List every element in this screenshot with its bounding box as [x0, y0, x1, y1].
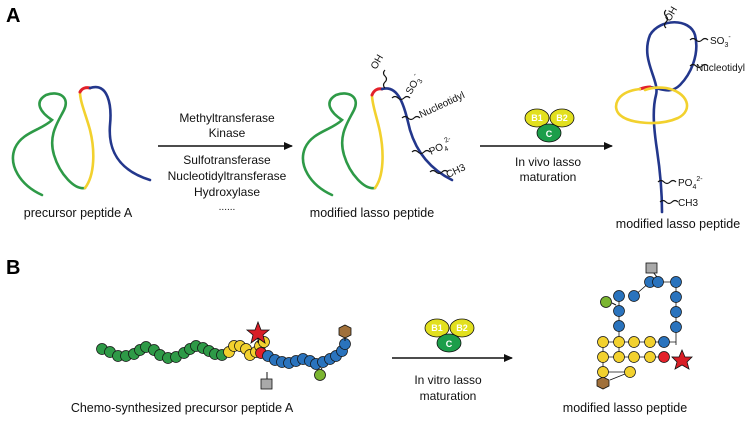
in-vitro-line-2: maturation: [420, 389, 477, 403]
in-vitro-line-1: In vitro lasso: [414, 373, 482, 387]
enzyme-b1-b: [424, 318, 450, 338]
lasso-bead: [597, 336, 609, 348]
green-segment: [11, 92, 87, 197]
lasso-bead: [670, 306, 682, 318]
squiggle-po4: [411, 149, 431, 155]
modified-peptide-1-drawing: [301, 69, 454, 197]
lasso-bead: [624, 366, 636, 378]
precursor-b-modifications: [245, 320, 352, 390]
mod-so3-2: SO3-: [710, 34, 731, 49]
yellow-ring: [614, 86, 689, 125]
mod-oh-1: OH: [369, 53, 386, 71]
mod-ch3-2: CH3: [678, 198, 698, 209]
modified-peptide-2-drawing: [614, 9, 709, 214]
lasso-star-modification: [671, 348, 693, 370]
enzyme-b1-b-label: B1: [431, 323, 443, 333]
red-segment-2: [370, 87, 384, 97]
mod-nucleotidyl-1: Nucleotidyl: [418, 90, 467, 121]
hexagon-modification: [338, 324, 352, 339]
enzyme-complex-a: B1 B2 C: [524, 108, 575, 143]
mod-so3-1: SO3-: [402, 72, 426, 98]
lasso-square-modification: [645, 262, 658, 274]
green-segment-2: [301, 92, 377, 197]
lasso-bead: [613, 305, 625, 317]
mod-oh-2: OH: [663, 5, 680, 23]
lasso-bead: [613, 336, 625, 348]
lasso-bead: [644, 351, 656, 363]
squiggle-oh-2: [663, 9, 669, 29]
blue-segment: [88, 85, 152, 182]
modified-label-1: modified lasso peptide: [310, 206, 434, 220]
red-segment: [78, 86, 92, 94]
precursor-b-label: Chemo-synthesized precursor peptide A: [71, 401, 294, 415]
lasso-bead: [644, 336, 656, 348]
squiggle-ch3-2: [659, 199, 679, 205]
lasso-bead: [670, 291, 682, 303]
lasso-green-link: [611, 302, 617, 306]
lasso-bead: [613, 320, 625, 332]
precursor-label: precursor peptide A: [24, 206, 133, 220]
mod-po4-2: PO42-: [678, 176, 703, 191]
squiggle-so3: [391, 95, 411, 101]
enzyme-complex-b: B1 B2 C: [424, 318, 475, 353]
squiggle-nucleotidyl-2: [689, 63, 709, 69]
enzyme-hydroxylase: Hydroxylase: [194, 185, 260, 199]
lasso-green-modification: [600, 296, 612, 308]
precursor-peptide-a-drawing: [11, 85, 152, 197]
lasso-bead: [658, 351, 670, 363]
enzyme-b1-label: B1: [531, 113, 543, 123]
enzyme-b2-b-label: B2: [456, 323, 468, 333]
lasso-bead: [628, 351, 640, 363]
squiggle-oh: [382, 69, 388, 89]
lasso-bead: [670, 321, 682, 333]
lasso-bead: [613, 351, 625, 363]
modified-label-2: modified lasso peptide: [616, 217, 740, 231]
enzyme-sulfotransferase: Sulfotransferase: [183, 153, 271, 167]
squiggle-po4-2: [657, 179, 677, 185]
star-modification: [245, 320, 271, 344]
lasso-bead: [670, 276, 682, 288]
lasso-bead: [597, 351, 609, 363]
lasso-bead: [613, 290, 625, 302]
lasso-bead: [658, 336, 670, 348]
squiggle-nucleotidyl: [401, 115, 421, 121]
in-vivo-line-1: In vivo lasso: [515, 155, 581, 169]
enzyme-b2: [549, 108, 575, 128]
enzyme-b2-label: B2: [556, 113, 568, 123]
panel-label-b: B: [6, 257, 20, 279]
bead-chain-precursor: [96, 336, 351, 370]
lasso-bead: [628, 290, 640, 302]
lasso-bead: [652, 276, 664, 288]
mod-ch3-1: CH3: [445, 162, 468, 181]
squiggle-so3-2: [689, 37, 709, 43]
lasso-hexagon-modification: [596, 376, 610, 390]
enzyme-kinase: Kinase: [209, 126, 246, 140]
panel-label-a: A: [6, 5, 20, 27]
enzyme-ellipsis: ......: [219, 202, 236, 213]
bead-lasso-product: [596, 262, 693, 390]
blue-lasso: [645, 21, 698, 214]
green-circle-modification: [314, 369, 326, 381]
enzyme-methyltransferase: Methyltransferase: [179, 111, 275, 125]
enzyme-b1: [524, 108, 550, 128]
enzyme-c-b: [436, 333, 462, 353]
yellow-segment-2: [370, 93, 384, 190]
enzyme-nucleotidyltransferase: Nucleotidyltransferase: [168, 169, 287, 183]
enzyme-c: [536, 123, 562, 143]
product-b-label: modified lasso peptide: [563, 401, 687, 415]
lasso-bead: [628, 336, 640, 348]
enzyme-b2-b: [449, 318, 475, 338]
enzyme-list: Methyltransferase Kinase Sulfotransferas…: [168, 111, 287, 213]
enzyme-c-label: C: [546, 129, 553, 139]
mod-po4-1: PO42-: [427, 135, 456, 159]
square-modification: [260, 378, 273, 390]
blue-segment-2: [380, 87, 454, 182]
mod-nucleotidyl-2: Nucleotidyl: [696, 63, 745, 74]
yellow-segment: [78, 90, 95, 190]
enzyme-c-b-label: C: [446, 339, 453, 349]
in-vivo-line-2: maturation: [520, 170, 577, 184]
lasso-bead: [597, 366, 609, 378]
squiggle-ch3: [429, 169, 449, 175]
